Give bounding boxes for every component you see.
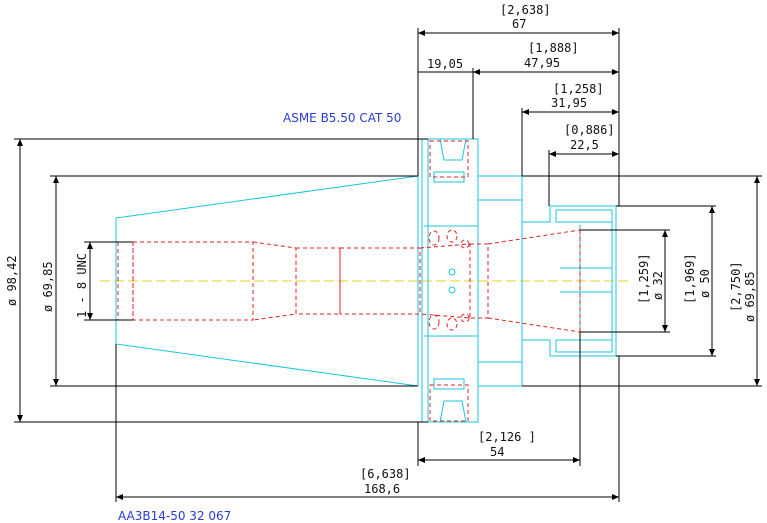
part-number-label: AA3B14-50 32 067 bbox=[118, 509, 231, 523]
dim-4795-inch: [1,888] bbox=[528, 41, 579, 55]
dim-3195-inch: [1,258] bbox=[553, 82, 604, 96]
dim-thread: 1 - 8 UNC bbox=[75, 253, 89, 318]
dimension-lines bbox=[14, 28, 762, 502]
dim-dia-6985-mm: ø 69,85 bbox=[743, 271, 757, 322]
dim-dia-32-inch: [1,259] bbox=[637, 253, 651, 304]
standard-label: ASME B5.50 CAT 50 bbox=[283, 111, 401, 125]
dim-67-mm: 67 bbox=[512, 17, 526, 31]
dim-54-inch: [2,126 ] bbox=[478, 430, 536, 444]
dim-overall-inch: [6,638] bbox=[360, 467, 411, 481]
dim-67-inch: [2,638] bbox=[500, 3, 551, 17]
dim-dia-9842: ø 98,42 bbox=[5, 255, 19, 306]
dim-dia-6985-left: ø 69,85 bbox=[41, 261, 55, 312]
dim-overall-mm: 168,6 bbox=[364, 482, 400, 496]
dim-flange: 19,05 bbox=[427, 57, 463, 71]
dim-54-mm: 54 bbox=[490, 445, 504, 459]
thread-bore bbox=[132, 241, 254, 321]
holder-outline bbox=[115, 138, 617, 423]
dim-4795-mm: 47,95 bbox=[524, 56, 560, 70]
dim-dia-6985-inch: [2,750] bbox=[729, 261, 743, 312]
dim-225-inch: [0,886] bbox=[564, 123, 615, 137]
dim-225-mm: 22,5 bbox=[570, 138, 599, 152]
dim-dia-50-mm: ø 50 bbox=[698, 269, 712, 298]
dim-dia-32-mm: ø 32 bbox=[651, 271, 665, 300]
dim-3195-mm: 31,95 bbox=[551, 96, 587, 110]
dim-dia-50-inch: [1,969] bbox=[683, 253, 697, 304]
